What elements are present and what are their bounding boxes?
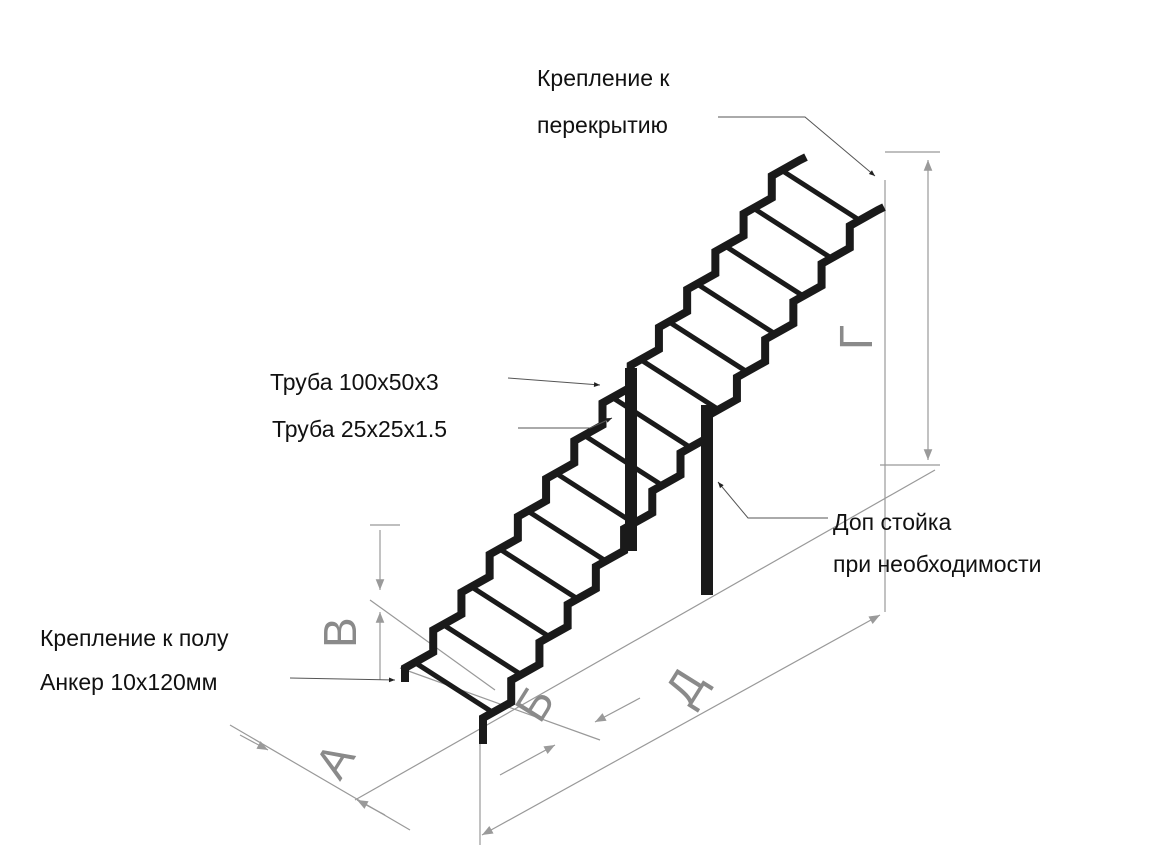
- crossbar: [498, 546, 579, 602]
- crossbar: [469, 584, 551, 639]
- staircase-frame: [401, 153, 886, 744]
- crossbar: [723, 243, 805, 299]
- label-ceiling-mount-2: перекрытию: [537, 112, 668, 138]
- crossbar: [780, 168, 862, 223]
- label-extra-post-2: при необходимости: [833, 551, 1041, 577]
- dim-b-arrow-1: [499, 744, 556, 776]
- dim-d-line: [481, 614, 881, 836]
- crossbar: [441, 622, 523, 677]
- dim-a-arrow-1: [239, 734, 269, 751]
- label-ceiling-mount-1: Крепление к: [537, 65, 670, 91]
- dim-b-arrow-2: [594, 697, 641, 723]
- stringer-right: [479, 203, 886, 732]
- floor-anchor-foot: [479, 718, 487, 744]
- crossbar: [667, 319, 749, 374]
- crossbar: [554, 471, 636, 526]
- support-post-extra: [701, 405, 713, 595]
- label-pipe-main: Труба 100x50x3: [270, 369, 439, 395]
- dim-v-label: В: [314, 617, 366, 648]
- dim-g-label: Г: [830, 325, 882, 350]
- floor-anchor-foot: [401, 668, 409, 682]
- label-floor-mount-2: Анкер 10x120мм: [40, 669, 217, 695]
- leader-lines: [289, 116, 876, 683]
- crossbar: [526, 508, 608, 564]
- dim-a-label: А: [304, 733, 365, 787]
- dim-a-arrow-2: [356, 799, 386, 816]
- crossbar: [639, 357, 720, 412]
- label-floor-mount-1: Крепление к полу: [40, 625, 229, 651]
- support-post-inner: [625, 368, 637, 551]
- crossbar: [752, 206, 833, 261]
- label-extra-post-1: Доп стойка: [833, 509, 951, 535]
- dim-d-label: Д: [654, 659, 715, 713]
- crossbar: [582, 433, 664, 488]
- crossbar: [413, 660, 495, 715]
- crossbar: [611, 395, 692, 450]
- stringer-left: [401, 153, 808, 682]
- dimension-lines: [239, 160, 933, 836]
- crossbar: [695, 281, 777, 337]
- label-pipe-cross: Труба 25x25x1.5: [272, 416, 447, 442]
